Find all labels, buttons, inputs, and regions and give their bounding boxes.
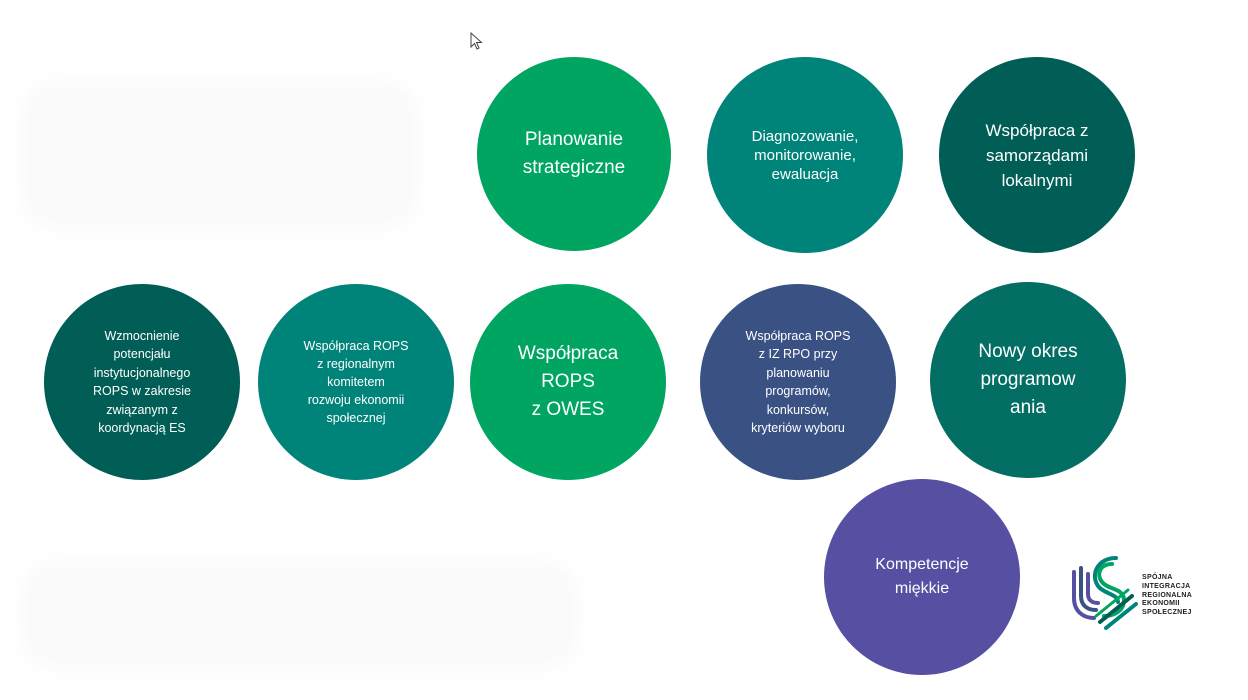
hands-logo-icon	[1072, 556, 1138, 630]
circle-label: Diagnozowanie, monitorowanie, ewaluacja	[751, 127, 859, 183]
background-smudge	[20, 80, 420, 230]
circle-kompetencje-miekkie: Kompetencje miękkie	[824, 479, 1020, 675]
circle-planowanie-strategiczne: Planowanie strategiczne	[477, 57, 671, 251]
circle-label: Nowy okres programow ania	[978, 341, 1078, 418]
circle-wzmocnienie-potencjalu: Wzmocnienie potencjału instytucjonalnego…	[44, 284, 240, 480]
circle-nowy-okres: Nowy okres programow ania	[930, 282, 1126, 478]
logo-text: SPÓJNA INTEGRACJA REGIONALNA EKONOMII SP…	[1142, 574, 1193, 617]
mouse-pointer-icon	[470, 32, 483, 50]
circle-label: Wzmocnienie potencjału instytucjonalnego…	[93, 328, 191, 436]
circle-label: Planowanie strategiczne	[522, 129, 626, 178]
circle-label: Współpraca ROPS z IZ RPO przy planowaniu…	[745, 328, 851, 436]
circle-label: Kompetencje miękkie	[875, 556, 969, 597]
circle-wspolpraca-iz-rpo: Współpraca ROPS z IZ RPO przy planowaniu…	[700, 284, 896, 480]
circle-label: Współpraca z samorządami lokalnymi	[985, 120, 1089, 190]
circle-wspolpraca-owes: Współpraca ROPS z OWES	[470, 284, 666, 480]
circle-wspolpraca-komitet: Współpraca ROPS z regionalnym komitetem …	[258, 284, 454, 480]
circle-label: Współpraca ROPS z OWES	[517, 343, 619, 420]
circle-diagnozowanie: Diagnozowanie, monitorowanie, ewaluacja	[707, 57, 903, 253]
circle-label: Współpraca ROPS z regionalnym komitetem …	[303, 339, 409, 425]
circle-wspolpraca-samorzady: Współpraca z samorządami lokalnymi	[939, 57, 1135, 253]
logo: SPÓJNA INTEGRACJA REGIONALNA EKONOMII SP…	[1066, 556, 1216, 632]
background-smudge	[20, 560, 580, 670]
